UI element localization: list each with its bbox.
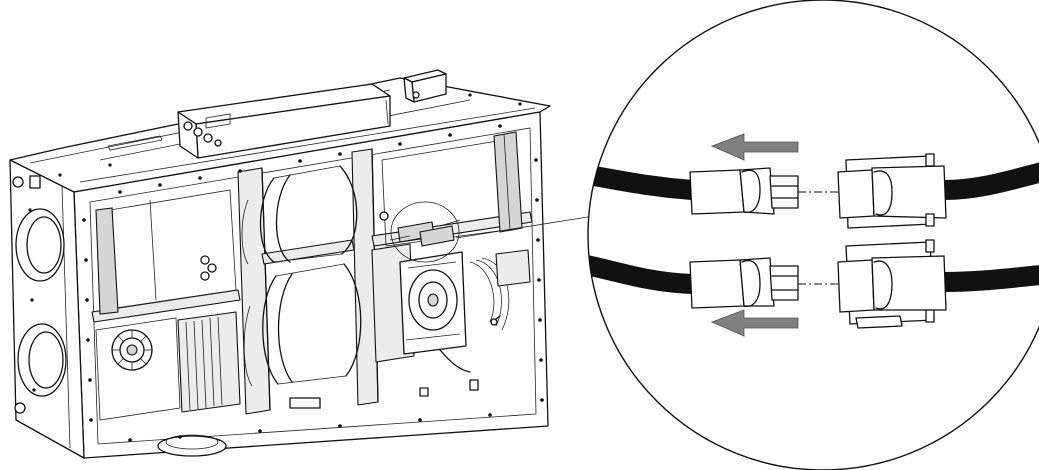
cable-upper-left [588, 162, 693, 200]
upper-right-socket [837, 153, 947, 229]
arrow-left-icon [710, 309, 799, 337]
detail-leader-line [455, 215, 595, 239]
cable-upper-right [943, 160, 1039, 200]
arrow-left-icon [710, 133, 799, 161]
lower-left-plug [689, 257, 799, 309]
cable-lower-left [588, 252, 693, 294]
upper-left-plug [689, 167, 799, 215]
cable-lower-right [943, 264, 1039, 292]
ventilation-unit [9, 69, 551, 459]
detail-callout-circle [587, 0, 1039, 470]
lower-right-socket [837, 239, 947, 329]
